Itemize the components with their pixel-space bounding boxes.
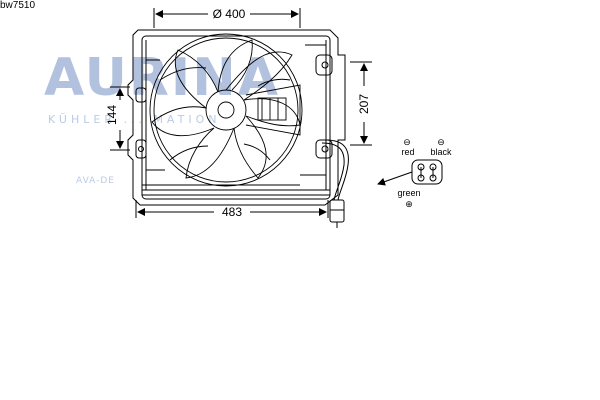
dimension-width <box>135 200 329 218</box>
label-width: 483 <box>222 205 242 219</box>
label-diameter: Ø 400 <box>213 7 246 21</box>
fan-shroud <box>127 29 346 206</box>
watermark-line-1: KÜHLER ... MATION <box>48 113 221 126</box>
part-code: bw7510 <box>0 0 36 11</box>
label-black: black <box>430 147 452 157</box>
fan-rotor <box>149 33 303 187</box>
plus-symbol: ⊕ <box>405 199 413 209</box>
dimension-diameter <box>153 8 301 28</box>
connector-pinout <box>377 159 443 186</box>
minus-symbol-left: ⊖ <box>403 137 411 147</box>
watermark-line-2: AVA-DE <box>76 176 115 186</box>
label-green: green <box>397 188 420 198</box>
label-red: red <box>401 147 414 157</box>
motor-bracket <box>245 84 301 136</box>
dimension-height <box>350 61 372 146</box>
power-cable <box>321 139 349 228</box>
label-height: 207 <box>357 94 371 114</box>
label-side: 144 <box>105 105 119 125</box>
minus-symbol-right: ⊖ <box>437 137 445 147</box>
dimension-side <box>110 86 130 151</box>
